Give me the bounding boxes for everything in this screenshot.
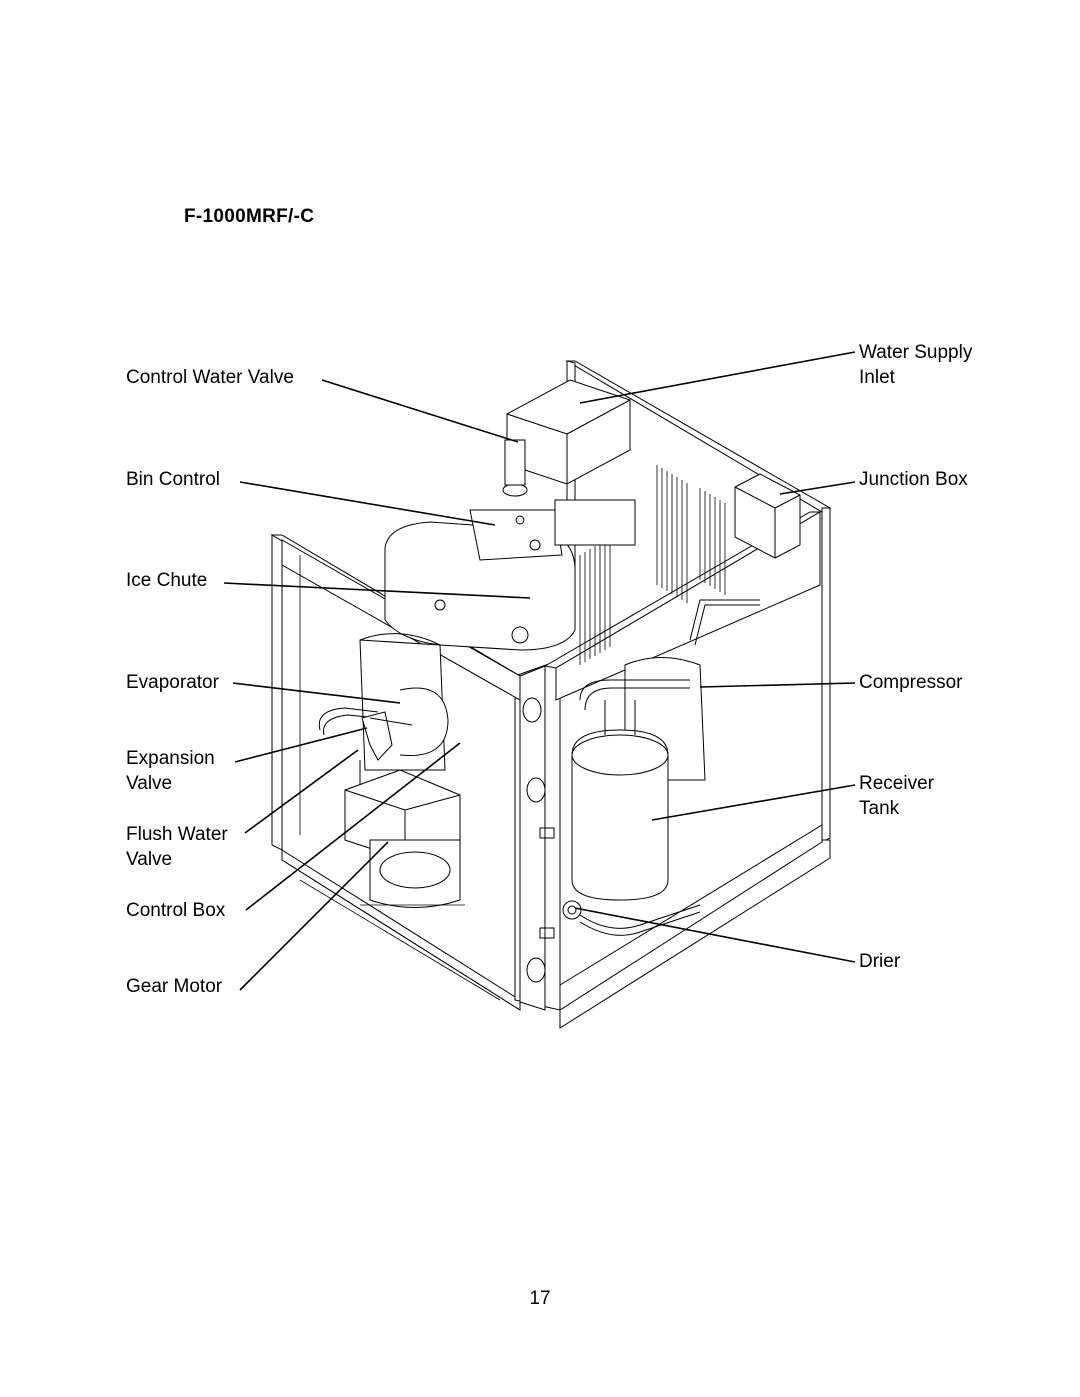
label-flush-water-valve-line2: Valve bbox=[126, 849, 173, 870]
drier-shape bbox=[562, 900, 701, 936]
label-water-supply-inlet-line1: Water Supply bbox=[859, 342, 973, 363]
ice-chute-assembly bbox=[384, 439, 636, 651]
label-control-water-valve: Control Water Valve bbox=[126, 367, 294, 388]
gear-motor-shape bbox=[360, 839, 465, 908]
label-gear-motor: Gear Motor bbox=[126, 976, 223, 997]
receiver-tank-shape bbox=[571, 700, 669, 901]
label-expansion-valve-line2: Valve bbox=[126, 773, 173, 794]
label-receiver-tank-line1: Receiver bbox=[859, 773, 934, 794]
label-flush-water-valve-line1: Flush Water bbox=[126, 824, 228, 845]
junction-box-shape bbox=[734, 473, 801, 559]
label-junction-box: Junction Box bbox=[859, 469, 968, 490]
label-receiver-tank-line2: Tank bbox=[859, 798, 900, 819]
label-control-box: Control Box bbox=[126, 900, 226, 921]
label-water-supply-inlet-line2: Inlet bbox=[859, 367, 895, 388]
page-number: 17 bbox=[529, 1288, 551, 1309]
label-compressor: Compressor bbox=[859, 672, 963, 693]
label-evaporator: Evaporator bbox=[126, 672, 219, 693]
panel-holes bbox=[522, 697, 555, 983]
expansion-valve-shape bbox=[318, 707, 413, 800]
diagram-title: F-1000MRF/-C bbox=[184, 206, 315, 227]
louvers bbox=[579, 465, 726, 665]
label-ice-chute: Ice Chute bbox=[126, 570, 208, 591]
label-drier: Drier bbox=[859, 951, 901, 972]
leader-lines bbox=[223, 351, 856, 991]
label-expansion-valve-line1: Expansion bbox=[126, 748, 215, 769]
label-bin-control: Bin Control bbox=[126, 469, 220, 490]
